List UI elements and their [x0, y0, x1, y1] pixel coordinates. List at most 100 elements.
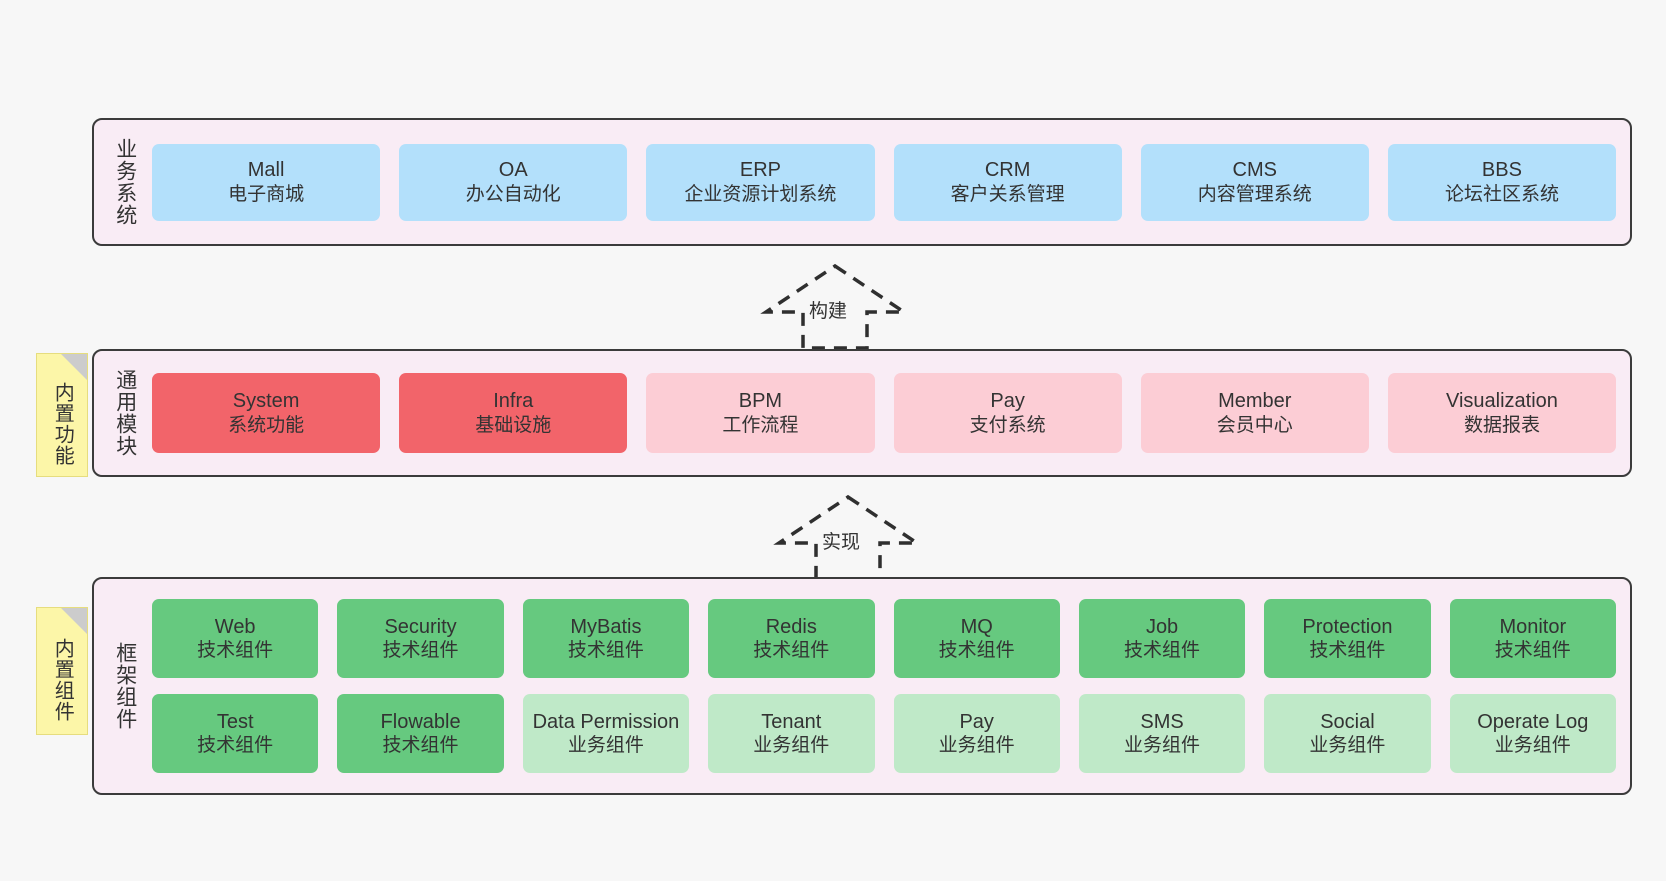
- node-monitor-desc: 技术组件: [1494, 640, 1571, 662]
- node-test[interactable]: Test 技术组件: [152, 694, 319, 773]
- layer-body-framework-components: Web 技术组件 Security 技术组件 MyBatis 技术组件 Redi…: [148, 579, 1630, 793]
- layer-body-business-system: Mall 电子商城 OA 办公自动化 ERP 企业资源计划系统 CRM 客户关系…: [148, 120, 1630, 244]
- connector-implement-label: 实现: [820, 527, 863, 554]
- layer-body-common-modules: System 系统功能 Infra 基础设施 BPM 工作流程 Pay 支付系统…: [148, 351, 1630, 475]
- node-sms-name: SMS: [1140, 710, 1184, 733]
- node-operate-log-desc: 业务组件: [1494, 735, 1571, 757]
- node-mall-desc: 电子商城: [228, 183, 305, 205]
- node-system-name: System: [232, 390, 300, 413]
- node-member-desc: 会员中心: [1216, 414, 1293, 436]
- node-security[interactable]: Security 技术组件: [337, 599, 504, 678]
- node-test-name: Test: [216, 710, 254, 733]
- node-erp-desc: 企业资源计划系统: [684, 183, 837, 205]
- node-security-name: Security: [384, 615, 457, 638]
- node-erp-name: ERP: [739, 159, 781, 182]
- business-system-row: Mall 电子商城 OA 办公自动化 ERP 企业资源计划系统 CRM 客户关系…: [152, 143, 1617, 221]
- connector-implement: 实现: [773, 493, 923, 583]
- node-security-desc: 技术组件: [382, 640, 459, 662]
- node-social[interactable]: Social 业务组件: [1264, 694, 1431, 773]
- node-bpm[interactable]: BPM 工作流程: [646, 373, 875, 453]
- node-crm-desc: 客户关系管理: [950, 183, 1065, 205]
- node-system-desc: 系统功能: [228, 414, 305, 436]
- node-web-desc: 技术组件: [197, 640, 274, 662]
- node-bbs[interactable]: BBS 论坛社区系统: [1387, 143, 1617, 221]
- node-mq-name: MQ: [960, 615, 993, 638]
- node-member-name: Member: [1218, 390, 1292, 413]
- note-builtin-components-label: 内置组件: [51, 638, 74, 722]
- node-web[interactable]: Web 技术组件: [152, 599, 319, 678]
- node-flowable-name: Flowable: [380, 710, 461, 733]
- node-data-permission-name: Data Permission: [532, 710, 680, 733]
- node-crm-name: CRM: [984, 159, 1031, 182]
- node-mybatis-name: MyBatis: [570, 615, 642, 638]
- node-monitor-name: Monitor: [1499, 615, 1567, 638]
- node-protection[interactable]: Protection 技术组件: [1264, 599, 1431, 678]
- layer-title-common-modules: 通用模块: [113, 369, 137, 457]
- node-infra[interactable]: Infra 基础设施: [399, 373, 628, 453]
- node-redis[interactable]: Redis 技术组件: [708, 599, 875, 678]
- node-visualization-desc: 数据报表: [1463, 414, 1540, 436]
- node-pay-component[interactable]: Pay 业务组件: [893, 694, 1060, 773]
- node-monitor[interactable]: Monitor 技术组件: [1449, 599, 1616, 678]
- framework-business-row: Test 技术组件 Flowable 技术组件 Data Permission …: [152, 694, 1616, 773]
- node-sms[interactable]: SMS 业务组件: [1078, 694, 1246, 773]
- node-infra-desc: 基础设施: [475, 414, 552, 436]
- node-cms-name: CMS: [1232, 159, 1277, 182]
- node-tenant-name: Tenant: [761, 710, 822, 733]
- node-operate-log[interactable]: Operate Log 业务组件: [1449, 694, 1616, 773]
- node-operate-log-name: Operate Log: [1477, 710, 1589, 733]
- note-fold-corner-icon: [61, 608, 87, 634]
- layer-business-system: 业务系统 Mall 电子商城 OA 办公自动化 ERP 企业资源计划系统 CRM…: [92, 118, 1632, 246]
- note-builtin-components: 内置组件: [36, 607, 88, 735]
- node-sms-desc: 业务组件: [1124, 735, 1201, 757]
- node-mall[interactable]: Mall 电子商城: [152, 143, 381, 221]
- node-job[interactable]: Job 技术组件: [1078, 599, 1246, 678]
- note-builtin-functions: 内置功能: [36, 353, 88, 477]
- node-system[interactable]: System 系统功能: [152, 373, 381, 453]
- note-fold-corner-icon: [61, 354, 87, 380]
- node-pay-component-name: Pay: [959, 710, 994, 733]
- node-tenant[interactable]: Tenant 业务组件: [708, 694, 875, 773]
- node-pay-component-desc: 业务组件: [938, 735, 1015, 757]
- layer-common-modules: 通用模块 System 系统功能 Infra 基础设施 BPM 工作流程 Pay…: [92, 349, 1632, 477]
- node-mq[interactable]: MQ 技术组件: [893, 599, 1060, 678]
- node-visualization-name: Visualization: [1445, 390, 1558, 413]
- common-modules-row: System 系统功能 Infra 基础设施 BPM 工作流程 Pay 支付系统…: [152, 373, 1617, 453]
- node-infra-name: Infra: [493, 390, 534, 413]
- node-oa[interactable]: OA 办公自动化: [399, 143, 628, 221]
- layer-title-business-system: 业务系统: [113, 138, 137, 226]
- node-bbs-name: BBS: [1481, 159, 1522, 182]
- node-visualization[interactable]: Visualization 数据报表: [1387, 373, 1617, 453]
- note-builtin-functions-label: 内置功能: [51, 382, 74, 466]
- node-bpm-name: BPM: [738, 390, 783, 413]
- node-mq-desc: 技术组件: [938, 640, 1015, 662]
- node-bpm-desc: 工作流程: [722, 414, 799, 436]
- node-crm[interactable]: CRM 客户关系管理: [893, 143, 1122, 221]
- node-member[interactable]: Member 会员中心: [1140, 373, 1369, 453]
- node-flowable[interactable]: Flowable 技术组件: [337, 694, 504, 773]
- node-web-name: Web: [214, 615, 256, 638]
- node-mybatis[interactable]: MyBatis 技术组件: [522, 599, 690, 678]
- node-social-name: Social: [1320, 710, 1375, 733]
- node-data-permission[interactable]: Data Permission 业务组件: [522, 694, 690, 773]
- node-data-permission-desc: 业务组件: [567, 735, 644, 757]
- node-social-desc: 业务组件: [1309, 735, 1386, 757]
- node-test-desc: 技术组件: [197, 735, 274, 757]
- node-cms-desc: 内容管理系统: [1197, 183, 1312, 205]
- node-oa-desc: 办公自动化: [465, 183, 561, 205]
- node-protection-desc: 技术组件: [1309, 640, 1386, 662]
- connector-build-label: 构建: [807, 296, 850, 323]
- layer-title-framework-components: 框架组件: [113, 642, 137, 730]
- node-mybatis-desc: 技术组件: [567, 640, 644, 662]
- node-job-name: Job: [1145, 615, 1179, 638]
- node-protection-name: Protection: [1302, 615, 1393, 638]
- node-redis-desc: 技术组件: [753, 640, 830, 662]
- layer-framework-components: 框架组件 Web 技术组件 Security 技术组件 MyBatis 技术组件…: [92, 577, 1632, 795]
- connector-build: 构建: [760, 262, 910, 352]
- node-cms[interactable]: CMS 内容管理系统: [1140, 143, 1369, 221]
- node-pay-module[interactable]: Pay 支付系统: [893, 373, 1122, 453]
- node-erp[interactable]: ERP 企业资源计划系统: [646, 143, 875, 221]
- node-mall-name: Mall: [247, 159, 285, 182]
- node-redis-name: Redis: [765, 615, 817, 638]
